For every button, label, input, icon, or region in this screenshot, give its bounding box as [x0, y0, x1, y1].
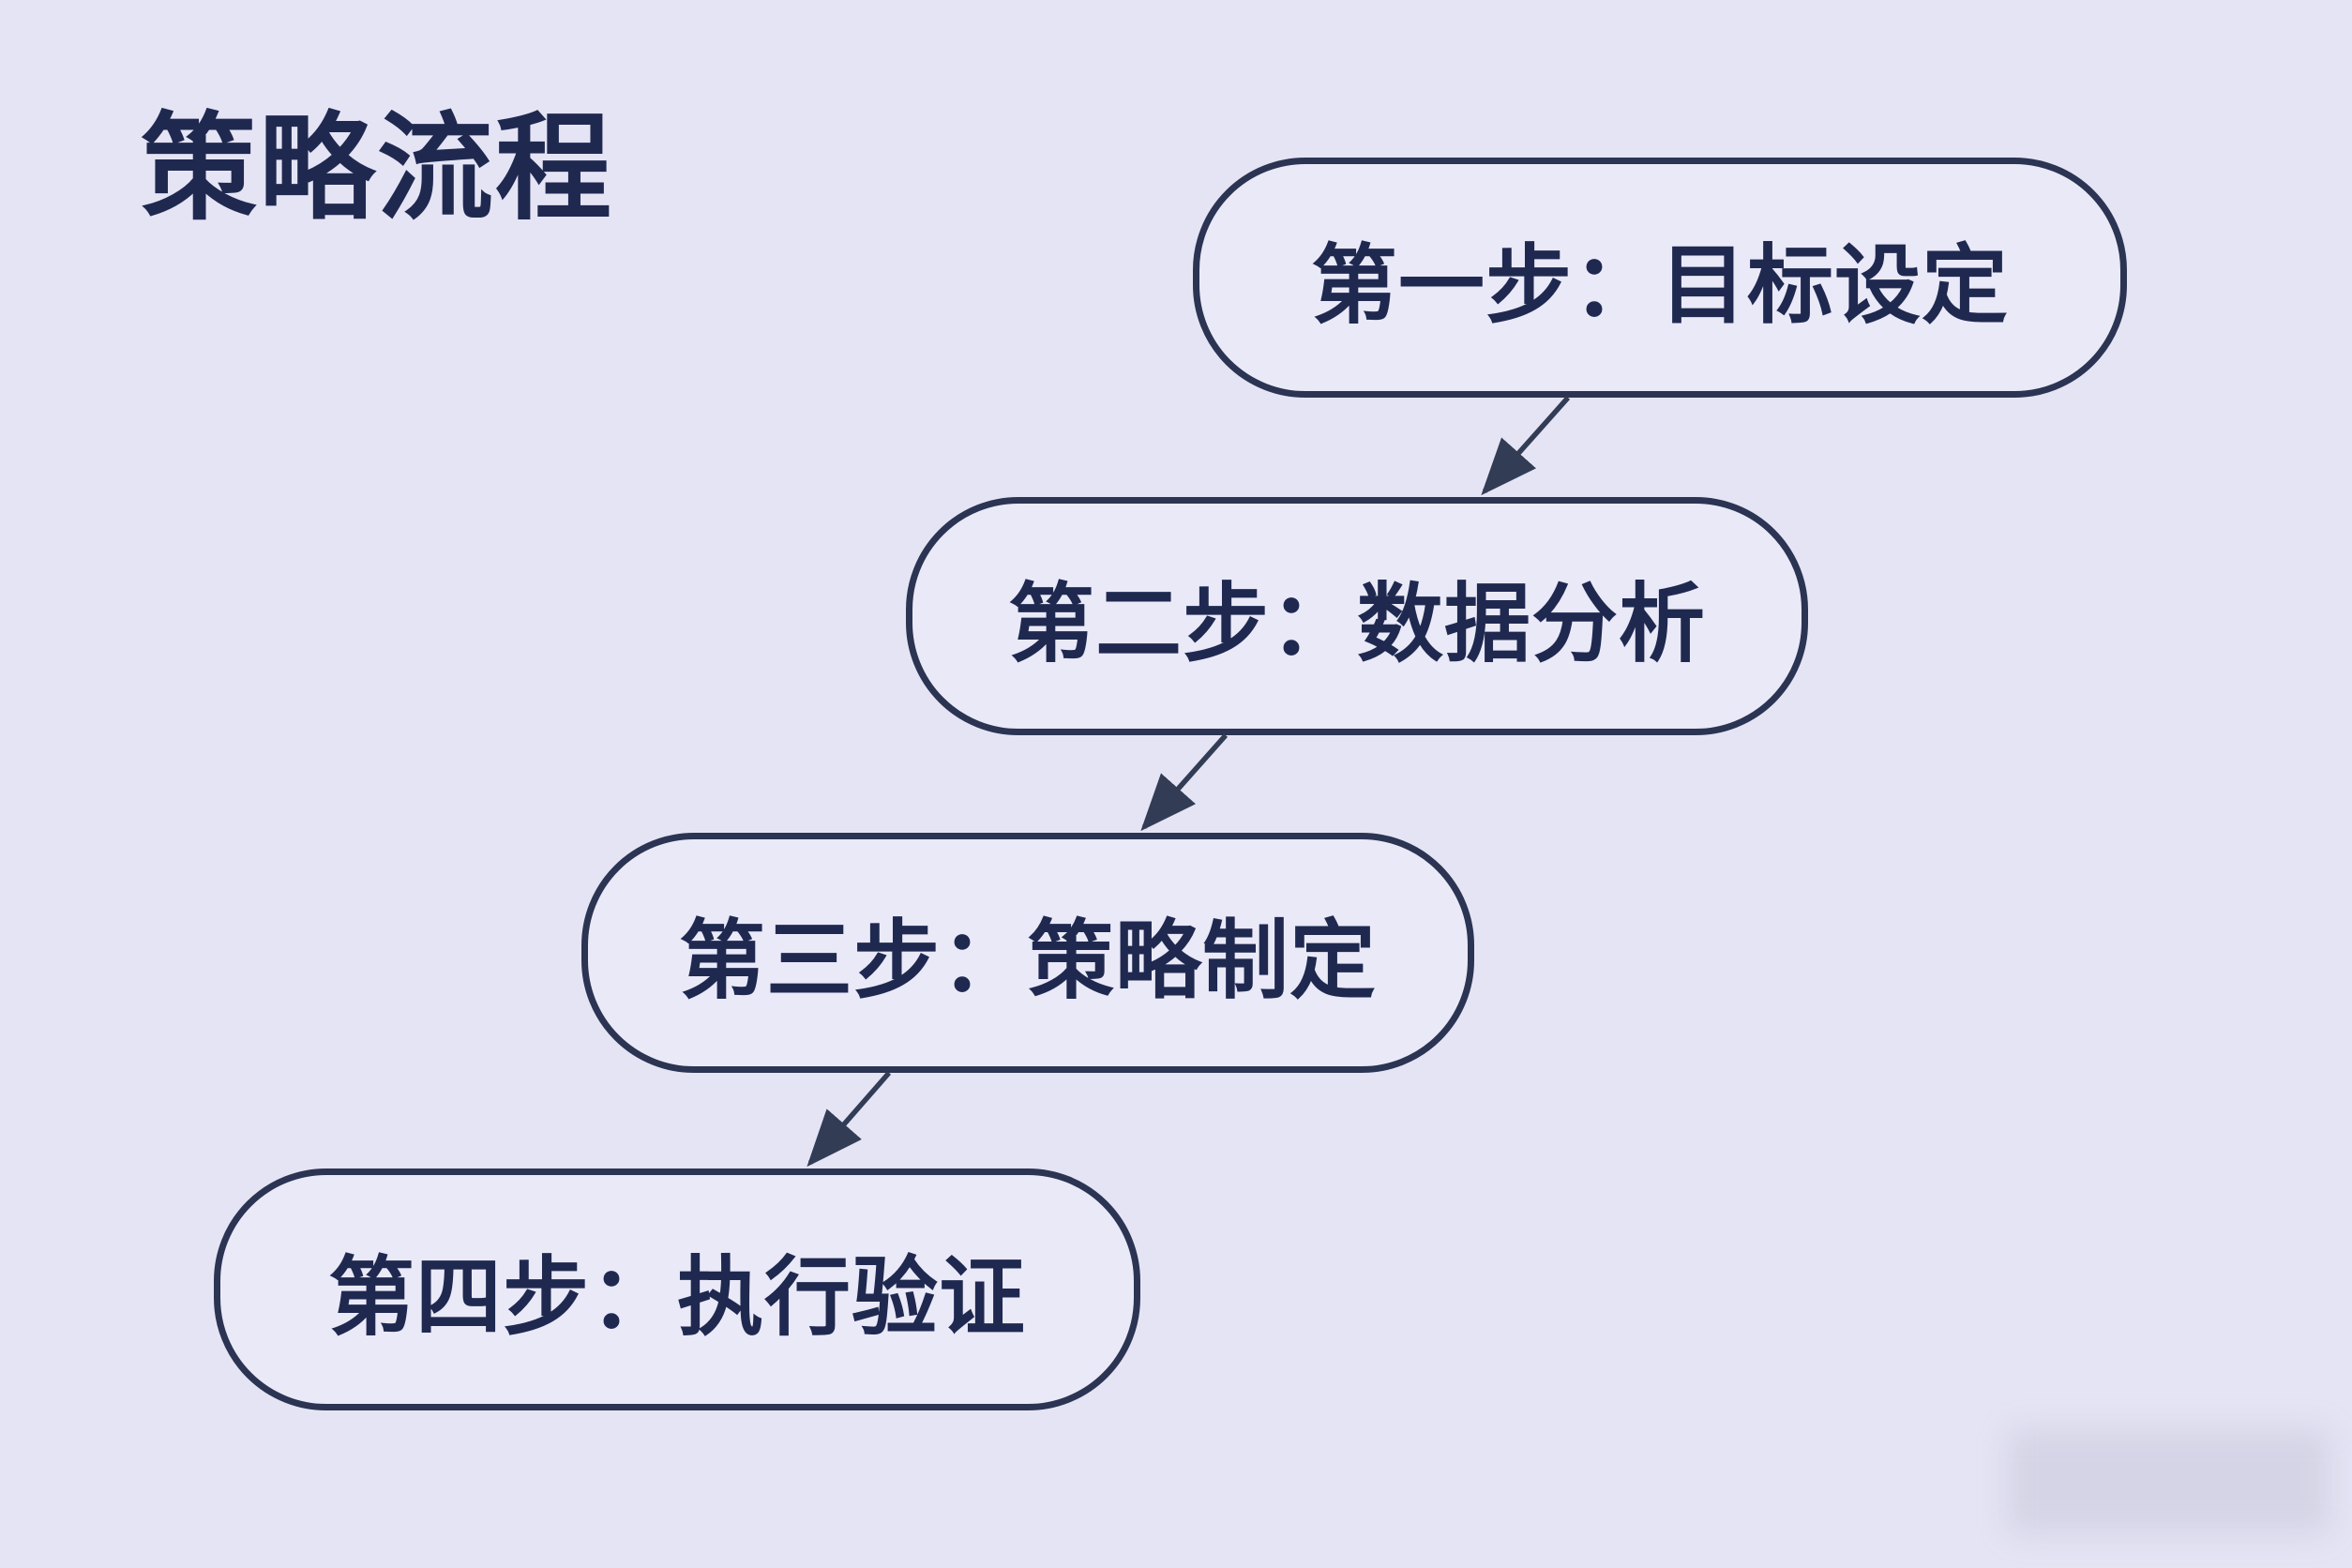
arrow-step1-to-step2	[1481, 396, 1571, 496]
diagram-title: 策略流程	[141, 104, 614, 234]
flow-node-step-3-label: 第三步：策略制定	[678, 912, 1377, 1009]
flow-node-step-3: 第三步：策略制定	[581, 833, 1474, 1073]
arrow-step2-to-step3	[1140, 733, 1229, 832]
flow-node-step-4-label: 第四步：执行验证	[327, 1249, 1026, 1346]
flow-node-step-1: 第一步：目标设定	[1193, 158, 2127, 398]
watermark-smudge	[2007, 1429, 2330, 1534]
flow-node-step-2: 第二步：数据分析	[906, 497, 1808, 735]
flow-node-step-4: 第四步：执行验证	[214, 1168, 1140, 1410]
arrow-step3-to-step4	[807, 1071, 892, 1168]
flow-node-step-2-label: 第二步：数据分析	[1007, 576, 1706, 672]
flow-node-step-1-label: 第一步：目标设定	[1310, 237, 2009, 334]
